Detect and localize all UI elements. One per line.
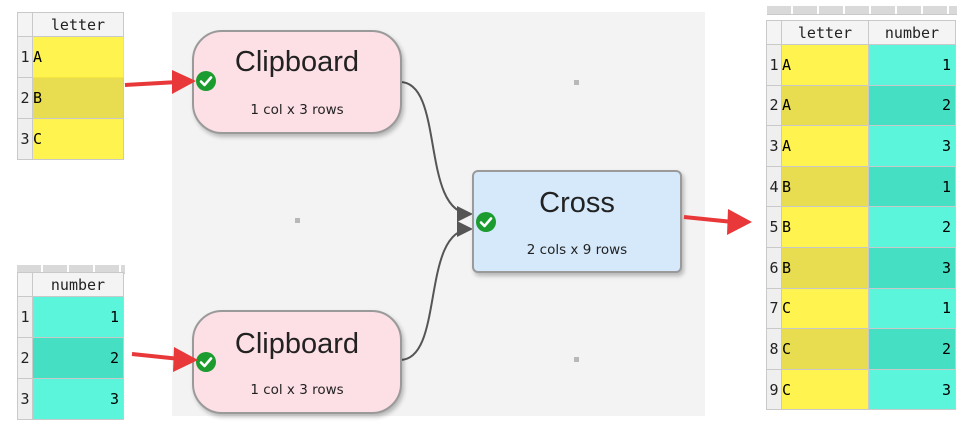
row-number: 6 (766, 246, 782, 289)
grid-dot (574, 80, 579, 85)
letter-cell: A (781, 125, 869, 167)
number-cell: 2 (868, 328, 956, 370)
letter-cell: C (781, 368, 869, 411)
cross-node[interactable]: Cross 2 cols x 9 rows (472, 170, 682, 273)
column-header-number: number (868, 20, 956, 45)
check-icon (476, 212, 496, 232)
node-title: Cross (539, 187, 615, 219)
arrow-right-icon (124, 70, 196, 94)
number-cell: 3 (868, 246, 956, 289)
node-subtitle: 1 col x 3 rows (250, 382, 344, 398)
clipboard-node-bottom[interactable]: Clipboard 1 col x 3 rows (192, 310, 402, 414)
node-subtitle: 2 cols x 9 rows (526, 242, 628, 258)
corner-cell (766, 20, 782, 45)
number-cell: 1 (868, 44, 956, 86)
row-number: 3 (17, 118, 33, 160)
corner-cell (17, 272, 33, 297)
number-cell: 1 (868, 165, 956, 208)
row-number: 4 (766, 165, 782, 208)
node-subtitle: 1 col x 3 rows (250, 102, 344, 118)
letter-cell: C (781, 287, 869, 330)
table-row: 2 B (17, 77, 124, 119)
row-number: 3 (17, 378, 33, 420)
letter-cell: C (781, 328, 869, 370)
table-row: 1 A (17, 36, 124, 78)
letter-cell: B (781, 246, 869, 289)
row-number: 3 (766, 125, 782, 167)
letter-cell: A (32, 36, 124, 78)
letter-input-table: letter 1 A 2 B 3 C (17, 12, 124, 160)
clipboard-node-top[interactable]: Clipboard 1 col x 3 rows (192, 30, 402, 134)
number-cell: 3 (32, 378, 124, 420)
number-input-table: number 1 1 2 2 3 3 (17, 272, 124, 420)
row-number: 7 (766, 287, 782, 330)
column-header-letter: letter (781, 20, 869, 45)
node-title: Clipboard (234, 46, 360, 78)
letter-cell: B (781, 165, 869, 208)
check-icon (196, 71, 216, 91)
row-number: 9 (766, 368, 782, 411)
table-row: 1 1 (17, 296, 124, 338)
letter-cell: C (32, 118, 124, 160)
column-header-number: number (32, 272, 124, 297)
column-header-letter: letter (32, 12, 124, 37)
number-cell: 3 (868, 368, 956, 411)
letter-cell: A (781, 44, 869, 86)
letter-cell: B (781, 206, 869, 248)
arrow-right-icon (683, 209, 752, 235)
node-title: Clipboard (234, 328, 360, 360)
row-number: 2 (766, 84, 782, 127)
table-tabs (767, 6, 957, 15)
row-number: 1 (766, 44, 782, 86)
arrow-right-icon (131, 347, 198, 372)
letter-cell: B (32, 77, 124, 119)
row-number: 5 (766, 206, 782, 248)
row-number: 2 (17, 337, 33, 379)
corner-cell (17, 12, 33, 37)
row-number: 1 (17, 296, 33, 338)
row-number: 2 (17, 77, 33, 119)
table-row: 3 C (17, 118, 124, 160)
letter-cell: A (781, 84, 869, 127)
number-cell: 3 (868, 125, 956, 167)
check-icon (196, 352, 216, 372)
grid-dot (295, 218, 300, 223)
number-cell: 1 (868, 287, 956, 330)
connector-top-to-cross (399, 81, 473, 222)
connector-bottom-to-cross (399, 221, 473, 361)
number-cell: 2 (868, 84, 956, 127)
row-number: 1 (17, 36, 33, 78)
number-cell: 2 (868, 206, 956, 248)
table-row: 2 2 (17, 337, 124, 379)
row-number: 8 (766, 328, 782, 370)
number-cell: 1 (32, 296, 124, 338)
grid-dot (574, 357, 579, 362)
number-cell: 2 (32, 337, 124, 379)
table-row: 3 3 (17, 378, 124, 420)
